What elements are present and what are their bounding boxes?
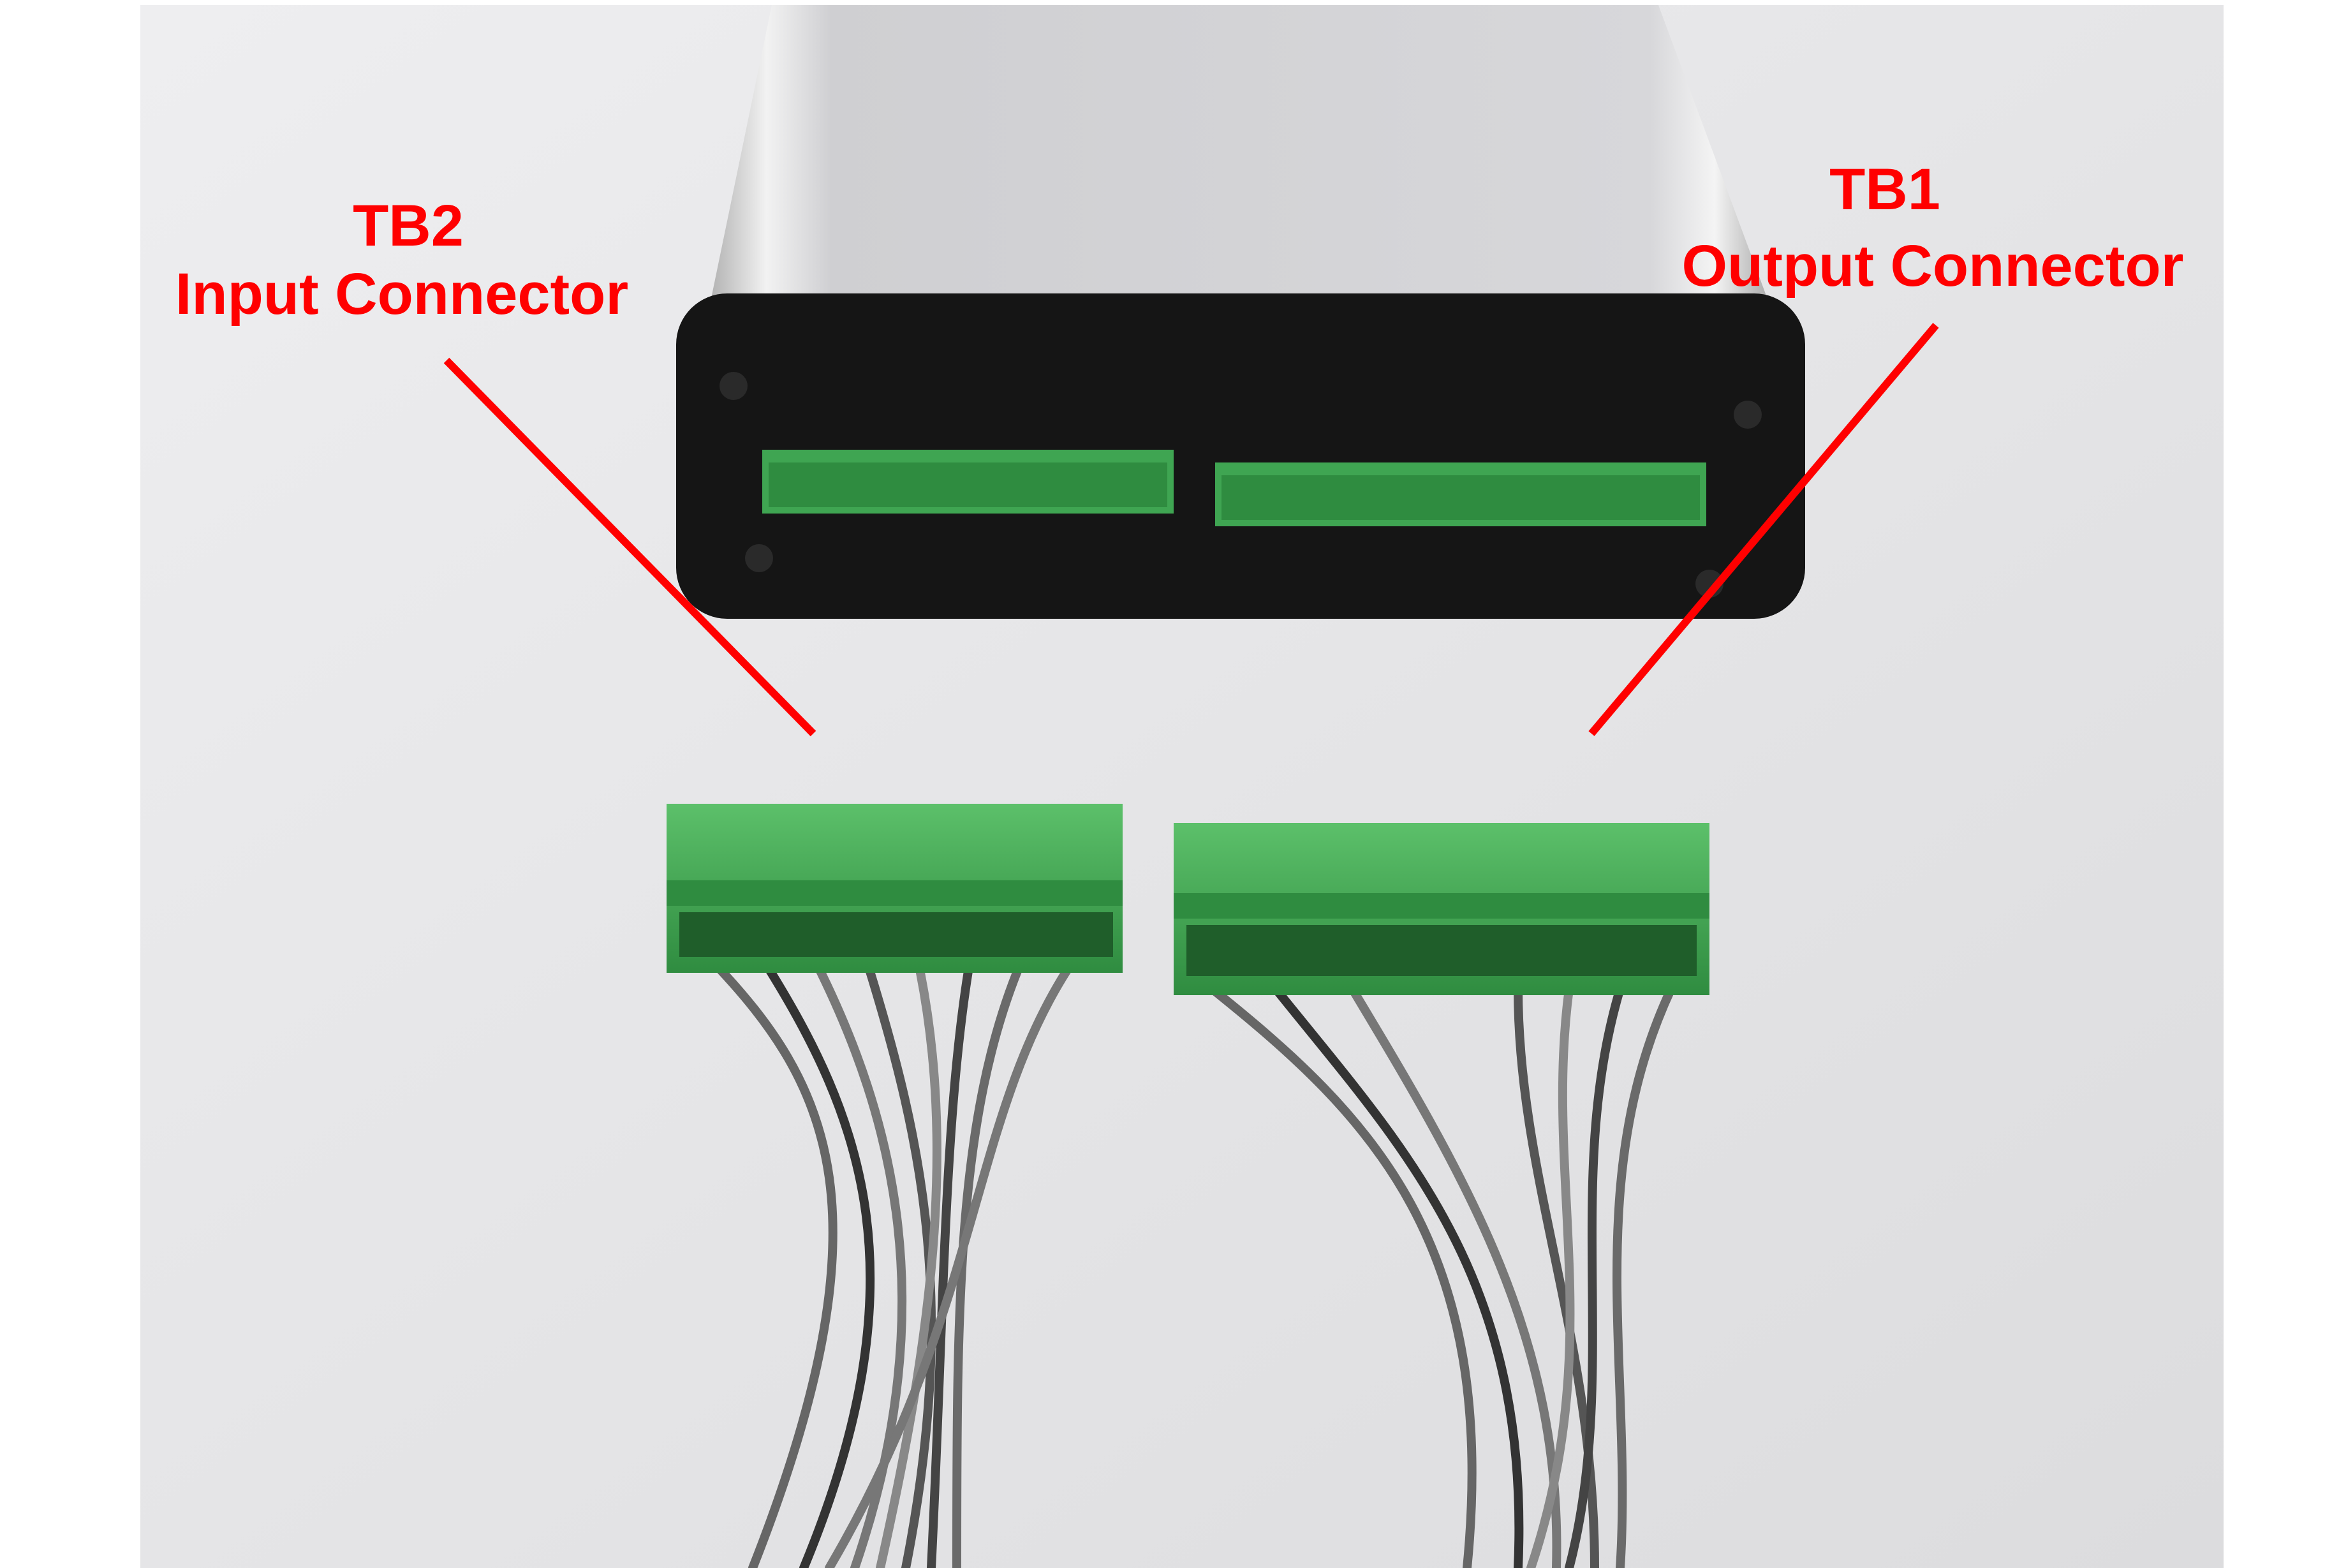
tb1-id: TB1 (1829, 157, 1940, 222)
tb2-label: Input Connector (175, 262, 628, 327)
tb1-pointer-line (1588, 323, 1939, 736)
annotation-tb1: TB1 Output Connector (1588, 157, 2184, 736)
header-tb1 (1215, 462, 1706, 526)
tb2-id: TB2 (353, 193, 464, 258)
plug-tb2 (667, 804, 1123, 973)
faceplate (676, 293, 1805, 619)
header-tb2 (762, 450, 1174, 514)
screw-icon (745, 544, 773, 572)
screw-icon (1734, 401, 1762, 429)
annotation-tb2: TB2 Input Connector (175, 193, 816, 737)
wires (710, 959, 1676, 1568)
plug-tb1 (1174, 823, 1709, 995)
enclosure (676, 5, 1805, 619)
tb2-pointer-line (443, 357, 816, 737)
screw-icon (720, 372, 748, 400)
tb1-label: Output Connector (1682, 233, 2184, 299)
